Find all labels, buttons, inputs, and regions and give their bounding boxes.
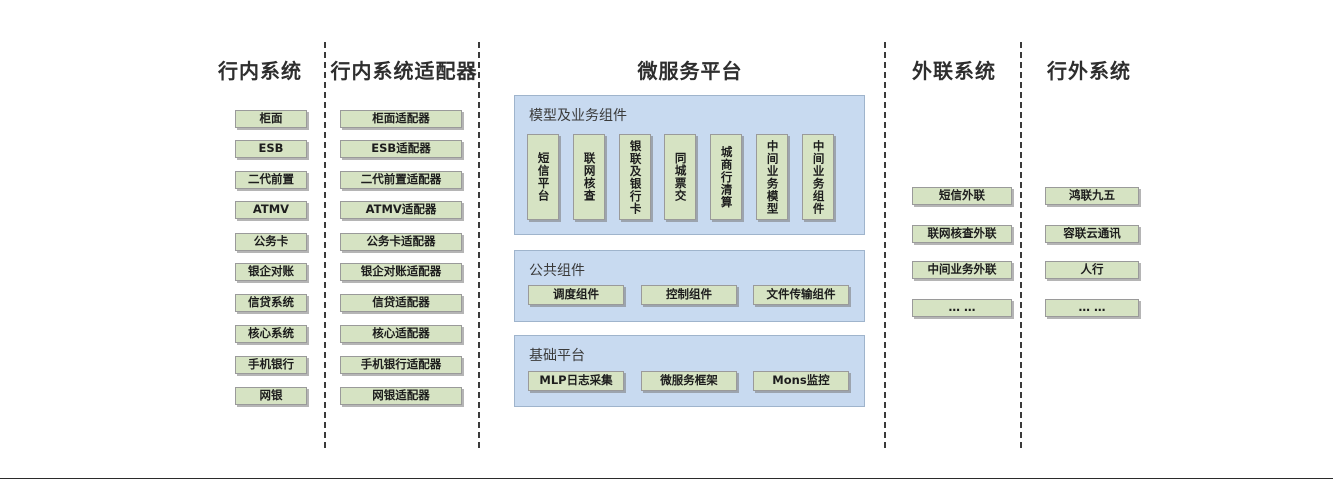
node-model-component[interactable]: 中间业务模型 (756, 134, 788, 220)
node-in-bank-adapter[interactable]: 二代前置适配器 (340, 171, 462, 189)
node-in-bank-system[interactable]: 核心系统 (235, 325, 307, 343)
panel-title-base-platform: 基础平台 (529, 348, 585, 364)
node-model-component[interactable]: 城商行清算 (710, 134, 742, 220)
column-separator-4 (1020, 42, 1022, 448)
node-in-bank-adapter[interactable]: ATMV适配器 (340, 201, 462, 219)
node-model-component[interactable]: 中间业务组件 (802, 134, 834, 220)
node-out-bank-system[interactable]: 容联云通讯 (1045, 225, 1139, 243)
node-in-bank-system[interactable]: 二代前置 (235, 171, 307, 189)
node-in-bank-system[interactable]: 网银 (235, 387, 307, 405)
node-out-bank-system[interactable]: … … (1045, 299, 1139, 317)
node-base-platform-component[interactable]: Mons监控 (753, 371, 849, 391)
column-separator-1 (324, 42, 326, 448)
node-in-bank-adapter[interactable]: ESB适配器 (340, 140, 462, 158)
node-external-link-system[interactable]: 短信外联 (912, 187, 1012, 205)
column-separator-2 (478, 42, 480, 448)
column-title-in-bank-systems: 行内系统 (218, 59, 302, 83)
node-in-bank-system[interactable]: 手机银行 (235, 356, 307, 374)
node-external-link-system[interactable]: 联网核查外联 (912, 225, 1012, 243)
node-model-component[interactable]: 短信平台 (527, 134, 559, 220)
node-out-bank-system[interactable]: 鸿联九五 (1045, 187, 1139, 205)
panel-title-model-business-components: 模型及业务组件 (529, 108, 627, 124)
column-title-microservice-platform: 微服务平台 (637, 59, 743, 83)
column-title-in-bank-adapters: 行内系统适配器 (330, 59, 478, 83)
node-public-component[interactable]: 控制组件 (641, 285, 737, 305)
node-out-bank-system[interactable]: 人行 (1045, 261, 1139, 279)
node-in-bank-adapter[interactable]: 公务卡适配器 (340, 233, 462, 251)
column-title-external-link-systems: 外联系统 (912, 59, 996, 83)
node-in-bank-adapter[interactable]: 网银适配器 (340, 387, 462, 405)
node-public-component[interactable]: 调度组件 (528, 285, 624, 305)
node-external-link-system[interactable]: … … (912, 299, 1012, 317)
node-base-platform-component[interactable]: MLP日志采集 (528, 371, 624, 391)
node-in-bank-system[interactable]: 柜面 (235, 110, 307, 128)
node-in-bank-adapter[interactable]: 手机银行适配器 (340, 356, 462, 374)
node-model-component[interactable]: 银联及银行卡 (619, 134, 651, 220)
node-in-bank-system[interactable]: ESB (235, 140, 307, 158)
node-in-bank-adapter[interactable]: 核心适配器 (340, 325, 462, 343)
node-in-bank-adapter[interactable]: 柜面适配器 (340, 110, 462, 128)
node-in-bank-system[interactable]: 信贷系统 (235, 294, 307, 312)
node-in-bank-adapter[interactable]: 信贷适配器 (340, 294, 462, 312)
node-base-platform-component[interactable]: 微服务框架 (641, 371, 737, 391)
node-in-bank-system[interactable]: ATMV (235, 201, 307, 219)
node-in-bank-adapter[interactable]: 银企对账适配器 (340, 263, 462, 281)
node-model-component[interactable]: 联网核查 (573, 134, 605, 220)
column-separator-3 (884, 42, 886, 448)
column-title-out-bank-systems: 行外系统 (1047, 59, 1131, 83)
node-public-component[interactable]: 文件传输组件 (753, 285, 849, 305)
page-bottom-rule (0, 478, 1333, 479)
node-model-component[interactable]: 同城票交 (664, 134, 696, 220)
node-external-link-system[interactable]: 中间业务外联 (912, 261, 1012, 279)
node-in-bank-system[interactable]: 银企对账 (235, 263, 307, 281)
node-in-bank-system[interactable]: 公务卡 (235, 233, 307, 251)
panel-title-public-components: 公共组件 (529, 263, 585, 279)
